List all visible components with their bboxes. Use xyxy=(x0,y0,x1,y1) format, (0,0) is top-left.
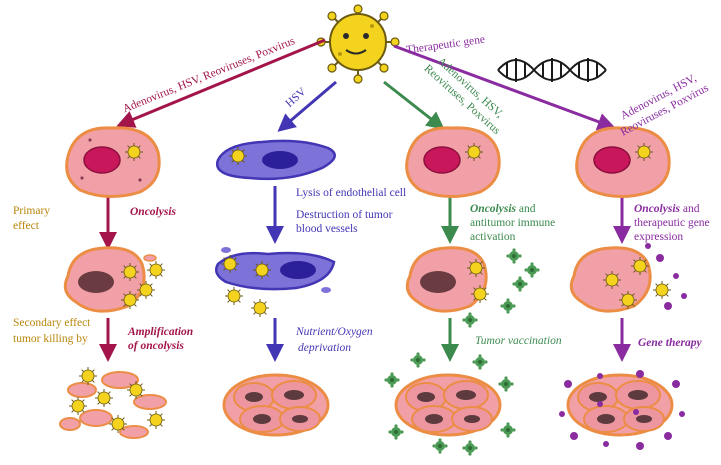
arrow-adenovirus-left xyxy=(116,38,326,128)
label-primary-effect-2: effect xyxy=(13,220,39,232)
col1-amplified-lysis xyxy=(59,366,167,439)
col3-primary-label-3: activation xyxy=(470,231,516,243)
label-therapeutic-gene: Therapeutic gene xyxy=(405,34,485,57)
col3-primary-label-2: antitumor immune xyxy=(470,217,556,229)
dna-helix-icon xyxy=(497,58,607,82)
col3-tumor-cell xyxy=(405,126,501,198)
label-primary-effect-1: Primary xyxy=(13,205,51,217)
col2-lysing-endothelium xyxy=(215,247,336,318)
col4-gene-therapy xyxy=(559,370,685,450)
col2-tumor-mass xyxy=(222,373,330,437)
col1-secondary-label-1: Amplification xyxy=(128,326,194,338)
arrow-therapeutic-gene xyxy=(393,44,616,131)
col3-lysing-cell xyxy=(405,246,540,328)
col4-secondary-label: Gene therapy xyxy=(638,337,702,349)
col4-primary-label-1: Oncolysis and xyxy=(634,203,699,216)
col2-primary-label-3: blood vessels xyxy=(296,223,358,235)
central-virus-icon xyxy=(316,4,400,84)
col3-primary-rest: and xyxy=(516,203,536,215)
col3-tumor-vaccination xyxy=(384,352,516,456)
col2-endothelial-cell xyxy=(215,139,336,181)
col2-primary-label-2: Destruction of tumor xyxy=(296,209,393,221)
col1-primary-label: Oncolysis xyxy=(130,206,176,218)
label-secondary-effect-2: tumor killing by xyxy=(13,333,88,345)
col4-primary-rest: and xyxy=(680,203,700,215)
label-adenovirus-left: Adenovirus, HSV, Reoviruses, Poxvirus xyxy=(121,35,297,115)
label-secondary-effect-1: Secondary effect xyxy=(13,317,91,329)
col3-secondary-label: Tumor vaccination xyxy=(475,335,562,347)
col1-tumor-cell xyxy=(65,126,161,198)
col1-lysing-cell xyxy=(63,246,166,313)
col4-primary-label-3: expression xyxy=(634,231,684,243)
arrow-green xyxy=(383,80,445,130)
arrow-hsv xyxy=(277,80,337,132)
col4-lysing-cell xyxy=(569,243,687,313)
col2-secondary-label-2: deprivation xyxy=(298,342,352,354)
col4-primary-label-2: therapeutic gene xyxy=(634,217,710,229)
col4-tumor-cell xyxy=(575,126,671,198)
col4-primary-bold: Oncolysis xyxy=(634,203,680,215)
col3-primary-label-1: Oncolysis and xyxy=(470,203,535,216)
label-hsv: HSV xyxy=(283,85,309,110)
col3-primary-bold: Oncolysis xyxy=(470,203,516,215)
col1-secondary-label-2: of oncolysis xyxy=(128,340,184,352)
col2-secondary-label-1: Nutrient/Oxygen xyxy=(296,326,373,338)
col2-primary-label-1: Lysis of endothelial cell xyxy=(296,187,407,199)
